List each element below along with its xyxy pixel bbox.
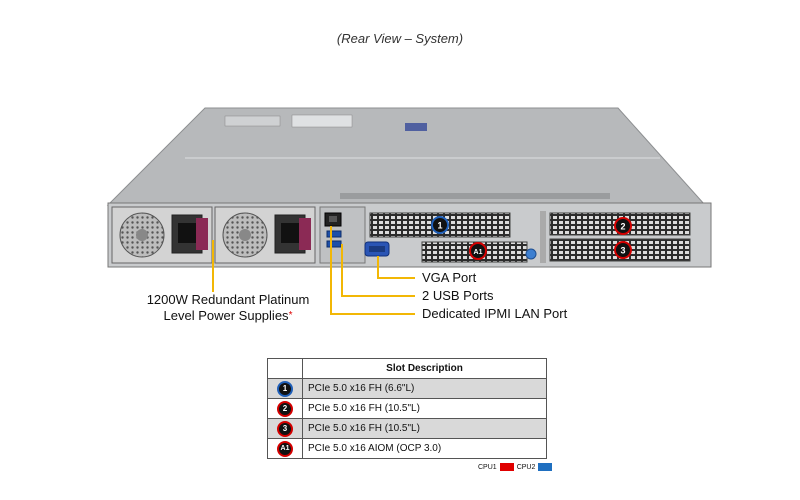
slot-2-badge: 2 xyxy=(614,217,632,235)
power-supply-2 xyxy=(214,206,316,264)
usb-port-1 xyxy=(326,230,342,238)
psu-callout-label: 1200W Redundant Platinum Level Power Sup… xyxy=(118,292,338,324)
legend-cpu1-swatch xyxy=(499,463,514,471)
slot-description: PCIe 5.0 x16 FH (10.5"L) xyxy=(302,418,547,439)
vga-callout-line xyxy=(377,256,415,279)
figure-caption: (Rear View – System) xyxy=(336,31,464,46)
lan-callout-line xyxy=(330,226,415,315)
top-label-right xyxy=(291,114,353,128)
slot-badge: 3 xyxy=(277,420,293,437)
psu-footnote-mark: * xyxy=(288,310,293,321)
psu-label-line1: 1200W Redundant Platinum xyxy=(146,292,310,307)
chassis-top-cover xyxy=(106,107,707,206)
slot-3-badge: 3 xyxy=(614,241,632,259)
table-header-blank xyxy=(267,358,303,379)
psu-label-line2: Level Power Supplies xyxy=(163,308,289,323)
table-row: A1 PCIe 5.0 x16 AIOM (OCP 3.0) xyxy=(267,438,547,459)
callout-lines xyxy=(212,226,415,315)
svg-text:A1: A1 xyxy=(474,249,483,256)
table-row: 1 PCIe 5.0 x16 FH (6.6"L) xyxy=(267,378,547,399)
table-row: 3 PCIe 5.0 x16 FH (10.5"L) xyxy=(267,418,547,439)
legend-cpu2-swatch xyxy=(538,463,553,471)
slot-description-table: Slot Description 1 PCIe 5.0 x16 FH (6.6"… xyxy=(267,358,547,459)
slot-description: PCIe 5.0 x16 AIOM (OCP 3.0) xyxy=(302,438,547,459)
svg-text:1: 1 xyxy=(437,221,442,231)
table-row: 2 PCIe 5.0 x16 FH (10.5"L) xyxy=(267,398,547,419)
slot-1-badge: 1 xyxy=(431,216,449,234)
lan-callout-label: Dedicated IPMI LAN Port xyxy=(422,306,568,321)
slot-badge: A1 xyxy=(277,440,293,457)
svg-text:3: 3 xyxy=(620,246,625,256)
legend-cpu1-label: CPU1 xyxy=(478,463,497,471)
slot-badge: 1 xyxy=(277,380,293,397)
slot-description: PCIe 5.0 x16 FH (10.5"L) xyxy=(302,398,547,419)
legend-cpu2-label: CPU2 xyxy=(516,463,536,471)
cpu-legend: CPU1 CPU2 xyxy=(478,463,553,471)
usb-callout-label: 2 USB Ports xyxy=(422,288,494,303)
table-header: Slot Description xyxy=(302,358,547,379)
power-supply-1 xyxy=(111,206,213,264)
top-label-left xyxy=(224,115,281,127)
usb-callout-line xyxy=(341,244,415,297)
usb-port-2 xyxy=(326,240,342,248)
slot-description: PCIe 5.0 x16 FH (6.6"L) xyxy=(302,378,547,399)
slot-a1-badge: A1 xyxy=(469,242,487,260)
svg-text:2: 2 xyxy=(620,222,625,232)
slot-badge: 2 xyxy=(277,400,293,417)
vga-callout-label: VGA Port xyxy=(422,270,477,285)
